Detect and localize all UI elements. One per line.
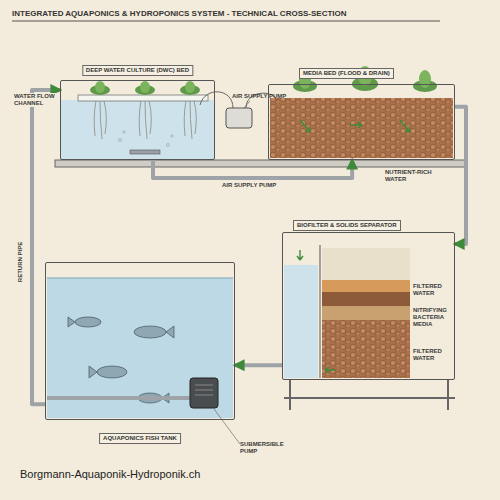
flow-arrow [300,120,410,132]
plant-leaves [140,81,150,93]
stand [284,380,455,410]
part-label: AIR SUPPLY PUMP [232,93,286,100]
settling-water [284,265,318,378]
pebble-layer [322,320,410,378]
fish-tail [89,366,97,378]
diagram-title: INTEGRATED AQUAPONICS & HYDROPONICS SYST… [12,9,347,18]
part-label: SUBMERSIBLE PUMP [240,441,290,455]
air-bubble [119,139,122,142]
layer-label: FILTERED WATER [413,348,451,362]
node-heading: BIOFILTER & SOLIDS SEPARATOR [293,220,401,231]
water-pipe [235,363,282,367]
filtered-water-layer [322,248,410,280]
part-label: WATER FLOW CHANNEL [14,93,60,107]
grow-bed: MEDIA BED (FLOOD & DRAIN) [268,84,455,160]
node-heading: DEEP WATER CULTURE (DWC) BED [82,65,193,76]
layer-label: FILTERED WATER [413,283,451,297]
dwc-water [61,100,214,159]
fish-body [97,366,127,378]
node-heading: MEDIA BED (FLOOD & DRAIN) [299,68,394,79]
fish-body [134,326,166,338]
fish-tail [166,326,174,338]
pump-grille [195,385,213,395]
water-surface [47,278,233,279]
water-pipe [455,107,466,244]
baffle-wall [320,245,321,378]
fish [68,317,174,403]
flow-arrow [297,250,335,373]
leader-line [214,409,240,444]
sand-layer [322,280,410,292]
fish-tail [68,317,75,327]
title-underline [12,21,440,22]
water-pipe [153,160,352,178]
air-bubble [123,131,125,133]
fish-body [75,317,101,327]
fish-tank: AQUAPONICS FISH TANK [45,262,235,420]
grow-bed: DEEP WATER CULTURE (DWC) BED [60,80,215,160]
foam-raft [78,95,208,101]
water-pipe [32,90,60,404]
plant-leaves [419,70,431,88]
leader-line [244,101,250,108]
air-stone [130,150,160,154]
air-pump [226,108,252,128]
gravel-layer [322,306,410,320]
watermark: Borgmann-Aquaponik-Hydroponik.ch [20,468,200,481]
node-heading: AQUAPONICS FISH TANK [99,433,181,444]
part-label: NUTRIENT-RICH WATER [385,169,435,183]
air-bubble [167,144,170,147]
plant-leaves [95,81,105,93]
layer-label: NITRIFYING BACTERIA MEDIA [413,307,453,329]
plant-leaves [185,81,195,93]
shelf [55,160,465,167]
plant-roots [94,101,196,139]
bacteria-media-layer [322,292,410,306]
pump-outlet-pipe [47,396,190,400]
submersible-pump [190,378,218,408]
pipe-label: RETURN PIPE [17,242,23,282]
tank-water [47,278,233,418]
air-bubble [171,135,173,137]
clay-media [270,98,453,158]
part-label: AIR SUPPLY PUMP [222,182,276,189]
